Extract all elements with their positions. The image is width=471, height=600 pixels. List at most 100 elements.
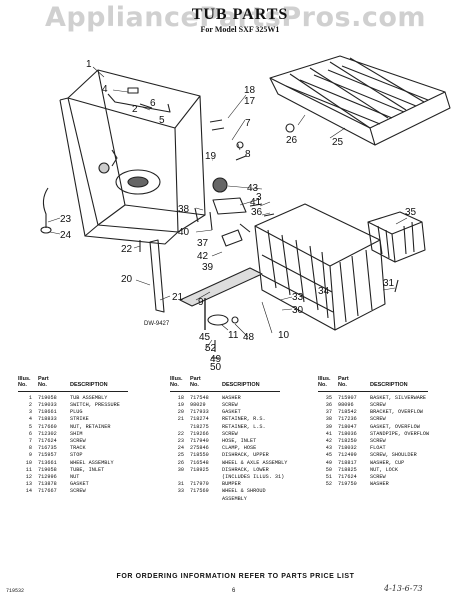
- part-number: 718542: [338, 409, 357, 416]
- part-number: 718036: [338, 430, 357, 437]
- part-number: 718032: [338, 445, 357, 452]
- header-no2: No.: [38, 382, 47, 389]
- callout-26: 26: [286, 135, 298, 146]
- illus-number: 3: [28, 409, 32, 416]
- callout-49: 49: [210, 354, 222, 365]
- illus-number: 19: [177, 402, 184, 409]
- part-description: NUT: [70, 474, 80, 481]
- part-number: 712996: [38, 474, 57, 481]
- illus-number: 9: [28, 452, 32, 459]
- lower-dishrack: [254, 203, 386, 331]
- callout-23: 23: [60, 214, 72, 225]
- illus-number: 45: [325, 452, 332, 459]
- callout-6: 6: [150, 98, 156, 109]
- part-number: 717548: [190, 394, 209, 401]
- part-number: 718250: [338, 438, 357, 445]
- illus-number: 49: [325, 459, 332, 466]
- illus-number: 51: [325, 474, 332, 481]
- part-number: 719058: [38, 466, 57, 473]
- callout-18: 18: [244, 85, 256, 96]
- part-description: NUT, LOCK: [370, 466, 399, 473]
- part-description: SCREW: [370, 416, 386, 423]
- part-number: 715957: [38, 452, 57, 459]
- part-description: ASSEMBLY: [222, 495, 247, 502]
- part-description: STOP: [70, 452, 83, 459]
- callout-11: 11: [228, 330, 239, 341]
- part-number: 717970: [190, 481, 209, 488]
- handwritten-note: 4-13-6-73: [384, 584, 423, 593]
- illus-number: [170, 496, 184, 503]
- callout-31: 31: [383, 278, 395, 289]
- part-number: 719266: [190, 430, 209, 437]
- part-number: 718275: [190, 423, 209, 430]
- callout-10: 10: [278, 330, 290, 341]
- header-part: Part: [338, 376, 349, 382]
- illus-number: 4: [28, 416, 32, 423]
- part-number: 718047: [338, 423, 357, 430]
- part-description: WHEEL & AXLE ASSEMBLY: [222, 459, 288, 466]
- part-description: GASKET, OVERFLOW: [370, 423, 420, 430]
- part-description: (INCLUDES ILLUS. 31): [222, 474, 285, 481]
- part-description: NUT, RETAINER: [70, 423, 111, 430]
- part-number: 717569: [190, 488, 209, 495]
- silverware-basket: [367, 211, 426, 263]
- illus-number: 8: [28, 445, 32, 452]
- callout-9: 9: [198, 297, 204, 308]
- callout-21: 21: [172, 292, 184, 303]
- illus-number: 22: [177, 430, 184, 437]
- part-number: 712499: [338, 452, 357, 459]
- header-no: No.: [318, 382, 327, 389]
- header-description: DESCRIPTION: [222, 382, 260, 389]
- callout-36: 36: [251, 207, 263, 218]
- overflow-assembly: [209, 177, 251, 247]
- callout-38: 38: [178, 204, 190, 215]
- part-description: SHIM: [70, 430, 83, 437]
- callout-7: 7: [245, 118, 251, 129]
- part-number: 718274: [190, 416, 209, 423]
- part-number: 716548: [190, 459, 209, 466]
- part-description: TUBE, INLET: [70, 466, 105, 473]
- part-number: 715907: [338, 394, 357, 401]
- part-number: 717940: [190, 438, 209, 445]
- part-number: 717624: [38, 438, 57, 445]
- part-number: 98096: [338, 402, 354, 409]
- part-description: RETAINER, R.S.: [222, 416, 266, 423]
- callout-20: 20: [121, 274, 133, 285]
- illus-number: 21: [177, 416, 184, 423]
- header-description: DESCRIPTION: [370, 382, 408, 389]
- part-number: 718661: [38, 409, 57, 416]
- part-description: TUB ASSEMBLY: [70, 394, 108, 401]
- illus-number: 42: [325, 438, 332, 445]
- callouts: 1 4 2 6 5 18 17 7 8 19 3 43 38 41 36 40 …: [60, 59, 417, 372]
- callout-24: 24: [60, 230, 72, 241]
- illus-number: 41: [325, 430, 332, 437]
- part-description: STRIKE: [70, 416, 89, 423]
- part-description: GASKET: [70, 481, 89, 488]
- part-number: 712302: [38, 430, 57, 437]
- illus-number: 39: [325, 423, 332, 430]
- illus-number: 18: [177, 394, 184, 401]
